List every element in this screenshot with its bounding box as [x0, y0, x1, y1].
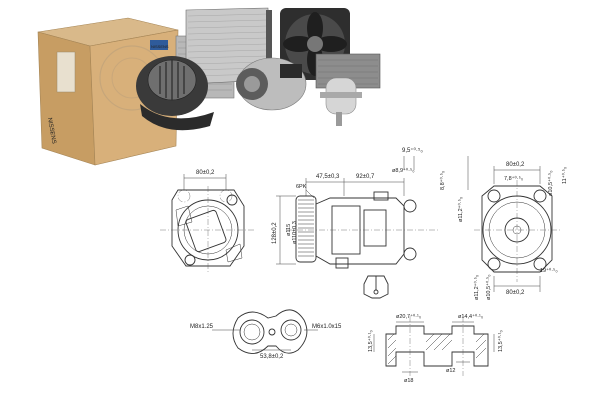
dim-8-9: ø8,9⁺⁰·⁵₀: [392, 167, 415, 174]
thread-m6: M6x1.0x15: [312, 324, 342, 330]
dim-80-right-bottom: 80±0,2: [506, 290, 525, 296]
thread-m8: M8x1.25: [190, 324, 214, 330]
dim-11-2-lower: ø11,2⁺⁰·⁵₀: [473, 275, 480, 300]
dim-47-5: 47,5±0,3: [316, 174, 340, 180]
dim-128: 128±0,2: [272, 222, 278, 244]
section-view: ø20,7⁺⁰·¹₀ ø14,4⁺⁰·¹₀ 13,5⁺⁰·¹₀ 13,5⁺⁰·¹…: [367, 313, 504, 384]
dim-9-5: 9,5⁺⁰·⁵₀: [402, 147, 423, 154]
dim-13-5-left: 13,5⁺⁰·¹₀: [367, 330, 374, 352]
dim-12: ø12: [446, 368, 455, 374]
box-side-text: NISSENS: [46, 117, 56, 144]
compressor-left-view: 80±0,2: [160, 170, 254, 272]
dim-14-4: ø14,4⁺⁰·¹₀: [458, 313, 483, 320]
product-photo: NISSENS NISSENS: [37, 7, 381, 166]
box-brand: NISSENS: [151, 44, 169, 49]
dim-80-right-top: 80±0,2: [506, 162, 525, 168]
belt-label: 6PK: [296, 184, 307, 190]
compressor-photo: [236, 57, 307, 111]
dim-110: ø110±0,3: [292, 221, 298, 244]
blower-motor: [136, 56, 214, 131]
dim-8-8: 8,8⁺⁰·⁵₀: [439, 171, 446, 190]
dim-92: 92±0,7: [356, 174, 375, 180]
dim-10-5-top: ø10,5⁺⁰·⁵₀: [547, 170, 554, 196]
dim-115: ø115: [286, 224, 292, 236]
dim-7-8: 7,8⁺⁰·⁵₀: [504, 175, 523, 182]
dim-20-7: ø20,7⁺⁰·¹₀: [396, 313, 421, 320]
receiver-drier: [320, 77, 362, 126]
dim-18: ø18: [404, 378, 413, 384]
dim-13-5-right: 13,5⁺⁰·¹₀: [497, 330, 504, 352]
flange-plate-view: M8x1.25 M6x1.0x15 53,8±0,2: [190, 309, 342, 360]
dim-80-left: 80±0,2: [196, 170, 215, 176]
compressor-side-view: 47,5±0,3 92±0,7 9,5⁺⁰·⁵₀ ø8,9⁺⁰·⁵₀ 8,8⁺⁰…: [272, 147, 446, 299]
compressor-rear-view: 80±0,2 7,8⁺⁰·⁵₀ ø10,5⁺⁰·⁵₀ 11⁺⁰·⁵₀ ø11,2…: [457, 156, 568, 300]
dim-11: 11⁺⁰·⁵₀: [561, 167, 568, 184]
dim-10-5-bottom: ø10,5⁺⁰·⁵₀: [485, 274, 492, 300]
dim-19: 19⁺⁰·⁵₀: [540, 267, 558, 274]
dim-53-8: 53,8±0,2: [260, 354, 284, 360]
dim-11-2-upper: ø11,2⁺⁰·⁵₀: [457, 197, 464, 222]
